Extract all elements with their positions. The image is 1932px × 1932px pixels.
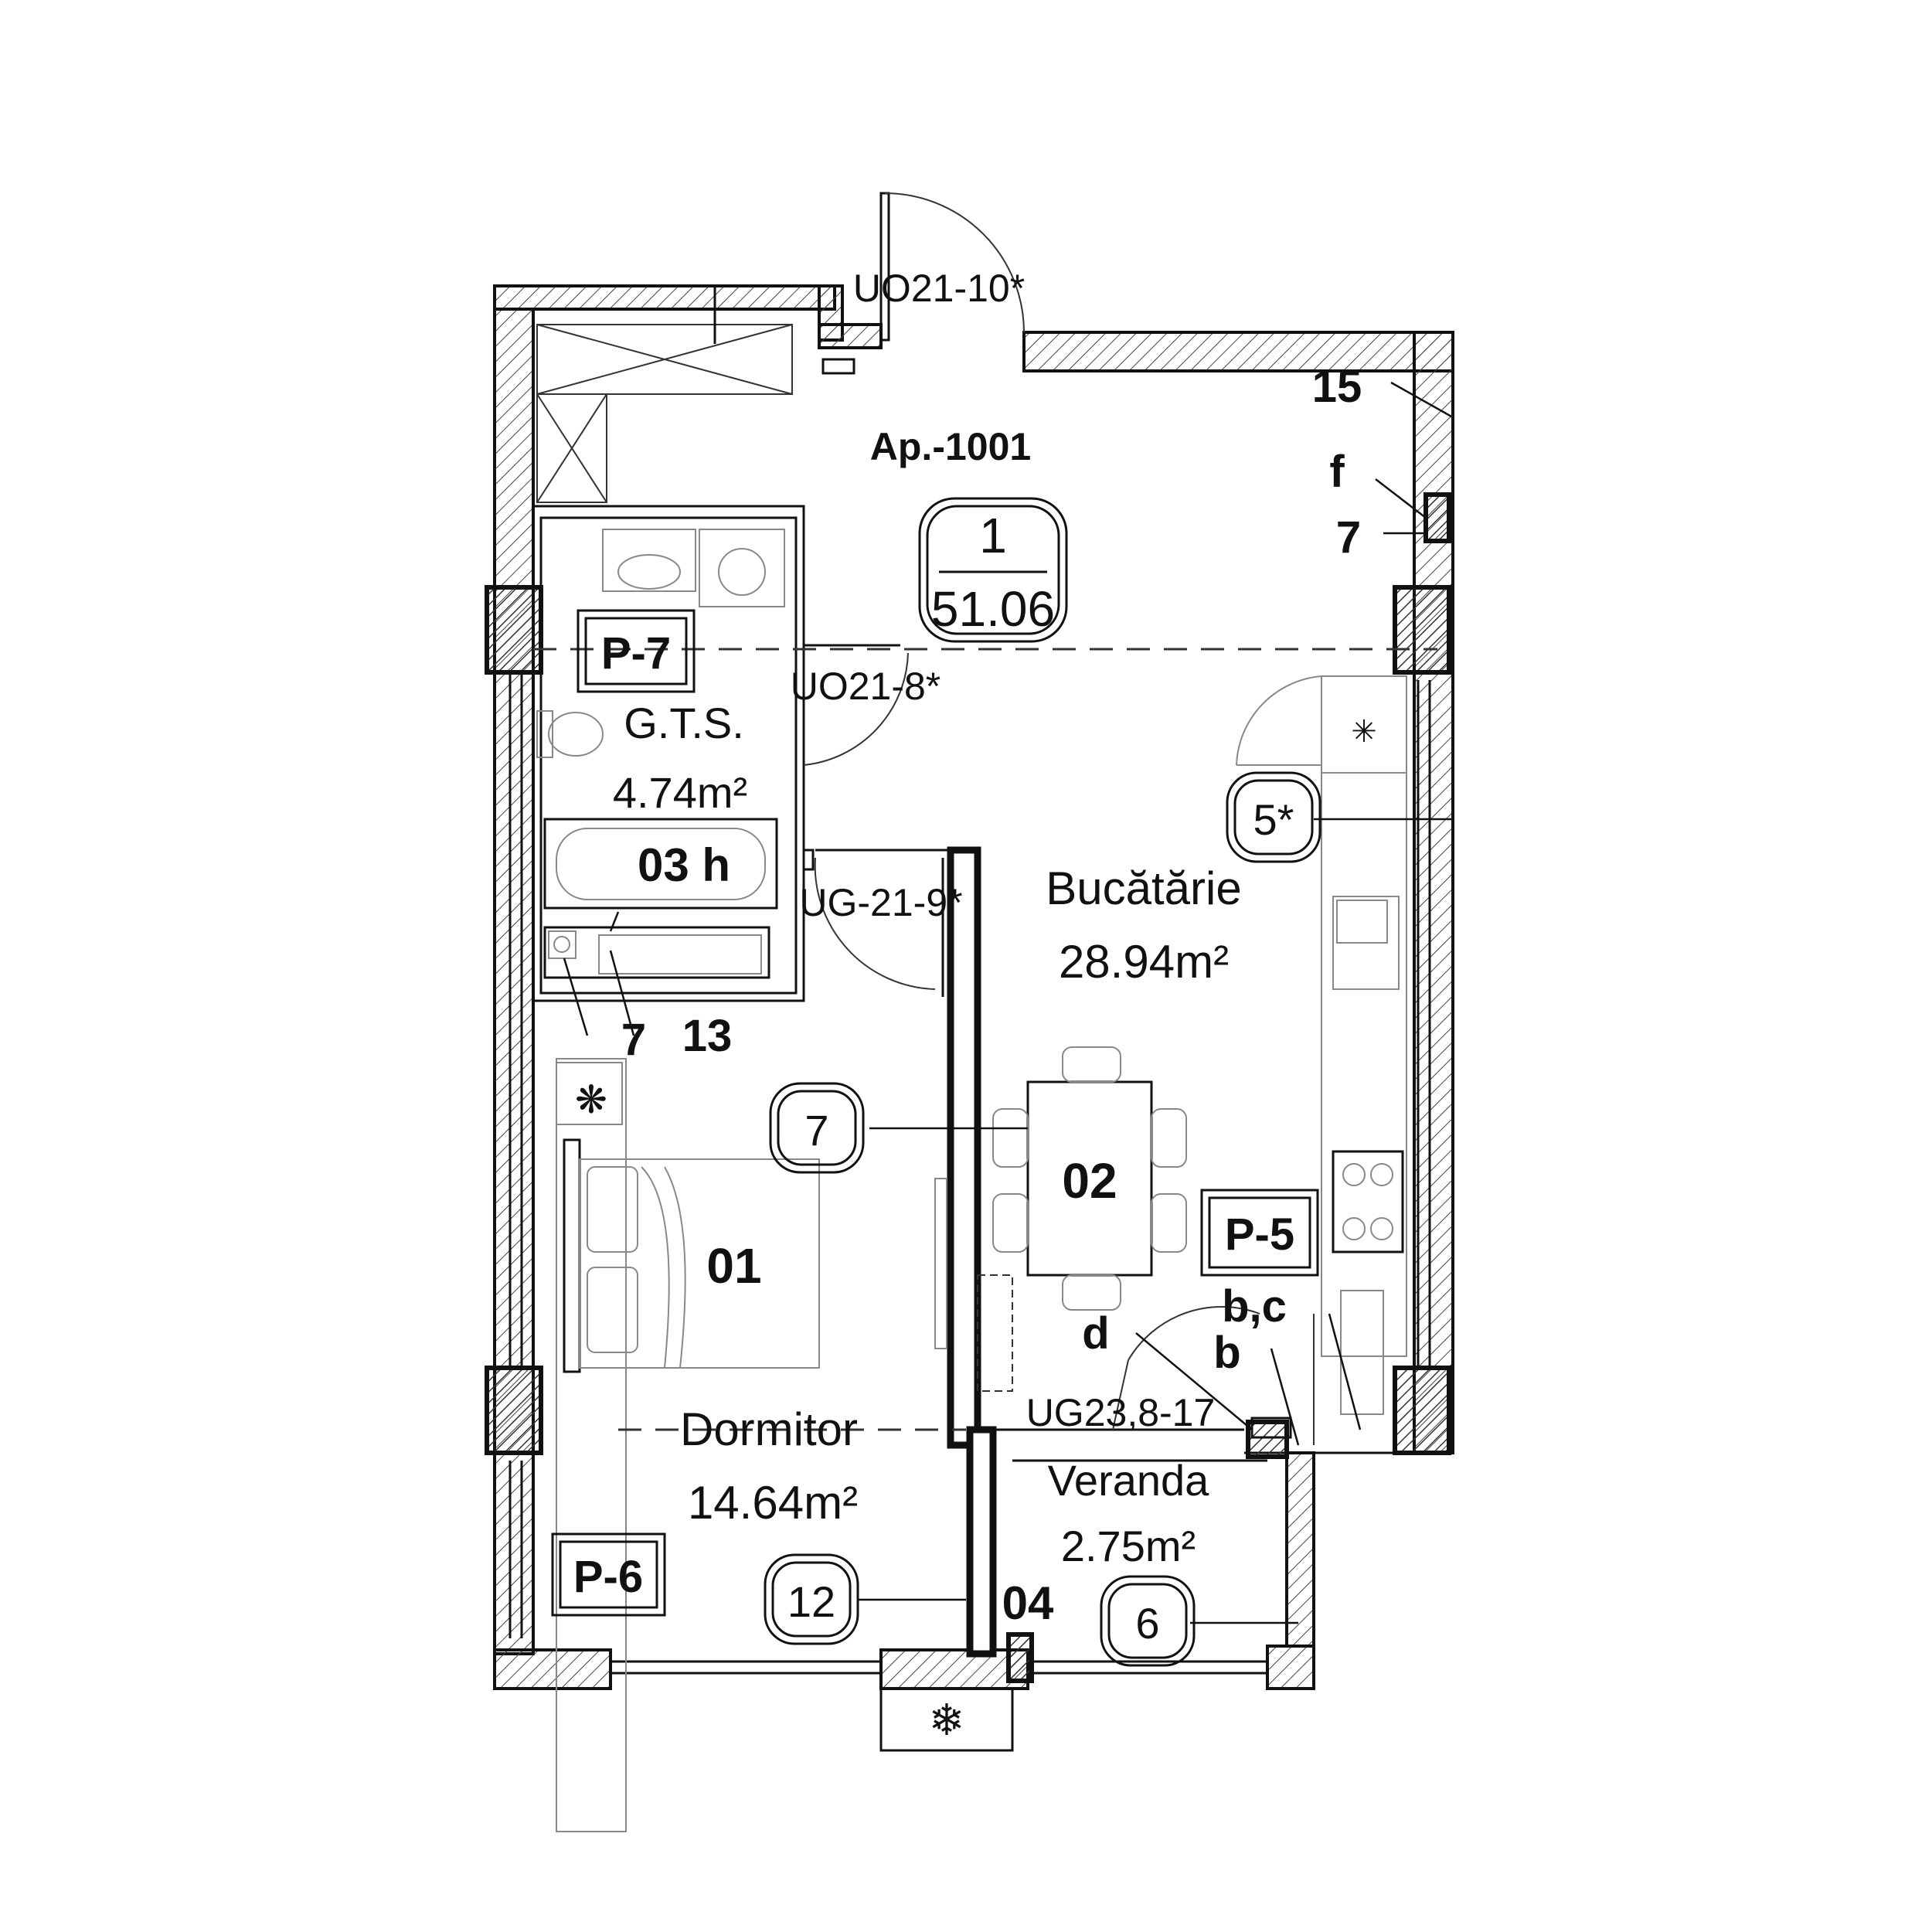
veranda-door[interactable] — [1112, 1306, 1315, 1445]
kitchen-counter: ✳ — [1236, 675, 1407, 1415]
item-kitchen: 02 — [1062, 1153, 1117, 1209]
item-bathroom: 03 h — [638, 839, 730, 891]
annotation-bc: b,c — [1222, 1281, 1287, 1332]
svg-text:12: 12 — [787, 1577, 835, 1626]
bathroom-door[interactable] — [803, 644, 909, 766]
door-label-entrance: UO21-10* — [853, 267, 1025, 310]
room-code-bedroom: P-6 — [573, 1552, 643, 1602]
room-area-bathroom: 4.74m² — [613, 768, 747, 817]
room-area-bedroom: 14.64m² — [688, 1477, 858, 1529]
apartment-badge: Ap.-1001 1 51.06 — [870, 425, 1068, 643]
annotation-7-bath: 7 — [621, 1015, 646, 1065]
ac-unit: ❄ — [879, 1687, 1014, 1752]
svg-text:5*: 5* — [1253, 795, 1294, 844]
room-area-kitchen: 28.94m² — [1059, 936, 1229, 988]
storage-shelves — [536, 286, 793, 503]
apartment-area: 51.06 — [931, 581, 1055, 637]
room-name-bathroom: G.T.S. — [624, 699, 744, 747]
item-veranda: 04 — [1002, 1577, 1054, 1629]
door-label-bathroom: UO21-8* — [791, 665, 941, 708]
circle-tag-veranda-window: 6 — [1100, 1575, 1196, 1667]
svg-text:❋: ❋ — [575, 1078, 607, 1121]
leader-lines — [563, 381, 1454, 1624]
svg-text:7: 7 — [804, 1106, 828, 1155]
entrance-door[interactable] — [821, 192, 1025, 375]
bedroom-furniture: ❋ — [556, 1058, 947, 1832]
annotation-b: b — [1213, 1328, 1240, 1378]
apartment-number: 1 — [979, 508, 1007, 563]
circle-tag-kitchen-wall: 5* — [1226, 771, 1321, 863]
circle-tag-bedroom-wall: 7 — [769, 1082, 865, 1174]
annotation-d: d — [1082, 1308, 1109, 1359]
annotation-15: 15 — [1312, 362, 1362, 412]
room-name-veranda: Veranda — [1048, 1456, 1209, 1505]
room-name-bedroom: Dormitor — [680, 1403, 858, 1455]
room-veranda: Veranda 2.75m² 04 — [1002, 1456, 1210, 1629]
door-label-veranda: UG23,8-17 — [1026, 1391, 1216, 1434]
bathroom-fixtures — [536, 529, 785, 979]
bedroom-door[interactable] — [802, 849, 951, 997]
room-area-veranda: 2.75m² — [1061, 1522, 1196, 1570]
room-kitchen: Bucătărie 28.94m² 02 P-5 — [1046, 862, 1319, 1277]
room-bedroom: 01 Dormitor 14.64m² P-6 — [551, 1238, 858, 1617]
door-label-bedroom: UG-21-9* — [799, 881, 962, 924]
dining-table — [977, 1046, 1187, 1392]
item-bedroom: 01 — [706, 1238, 761, 1294]
annotations: 15 f 7 7 13 d b,c b — [621, 362, 1362, 1378]
apartment-label: Ap.-1001 — [870, 425, 1031, 468]
room-name-kitchen: Bucătărie — [1046, 862, 1241, 914]
room-code-kitchen: P-5 — [1225, 1209, 1294, 1260]
svg-text:❄: ❄ — [929, 1696, 965, 1744]
annotation-7-top: 7 — [1336, 512, 1361, 563]
room-bathroom: P-7 G.T.S. 4.74m² 03 h — [577, 609, 747, 891]
circle-tag-bedroom-window: 12 — [764, 1553, 859, 1645]
interior-walls — [532, 505, 1267, 1658]
annotation-13-bath: 13 — [682, 1011, 733, 1061]
room-code-bathroom: P-7 — [601, 628, 671, 679]
svg-text:6: 6 — [1135, 1599, 1159, 1648]
svg-text:✳: ✳ — [1351, 715, 1377, 749]
annotation-f: f — [1329, 447, 1345, 497]
